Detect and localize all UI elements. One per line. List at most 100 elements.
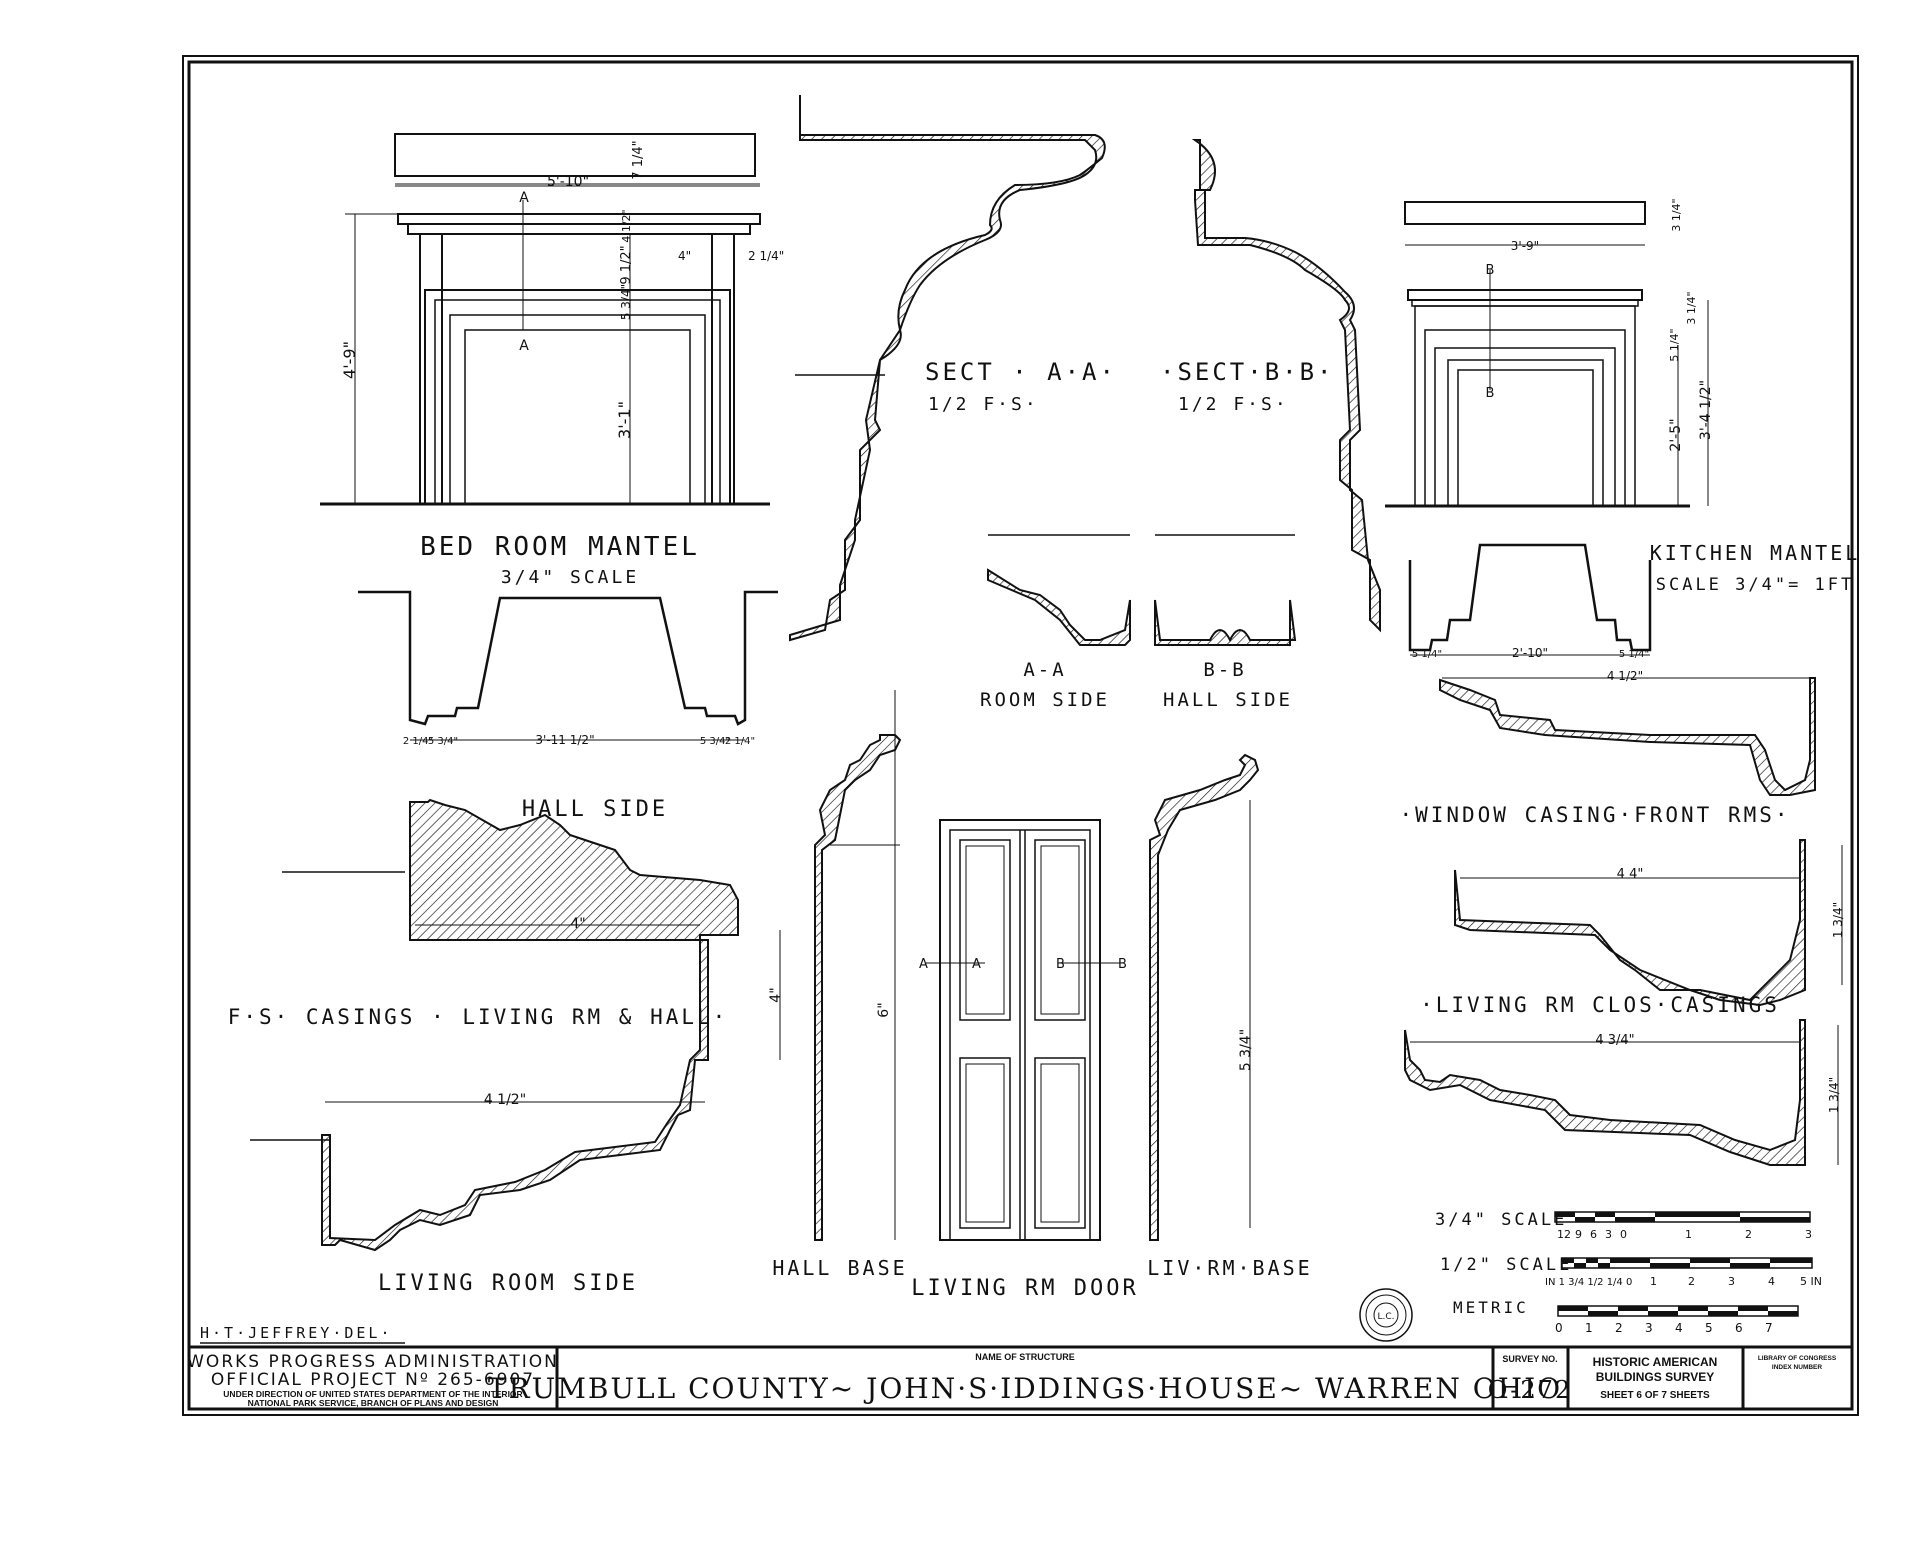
loc-line-1: LIBRARY OF CONGRESS xyxy=(1758,1355,1837,1362)
km-b-dim: 3 1/4" xyxy=(1685,291,1698,324)
kitchen-mantel-elevation xyxy=(1385,201,1709,508)
living-closet-casing-title: ·LIVING RM CLOS·CASINGS xyxy=(1420,993,1780,1017)
window-casing-profile xyxy=(1439,677,1816,796)
library-of-congress-seal xyxy=(1359,1288,1413,1342)
scale-34-t5: 1 xyxy=(1685,1228,1692,1241)
bm-band-dim: 5 3/4" xyxy=(619,284,633,320)
habs-line-2: BUILDINGS SURVEY xyxy=(1596,1370,1714,1384)
inner-border xyxy=(187,60,1854,1411)
hall-r1-dim: 5 3/4" xyxy=(700,736,730,747)
lrs-w-dim: 4 1/2" xyxy=(484,1092,526,1108)
living-room-door-title: LIVING RM DOOR xyxy=(911,1276,1138,1301)
km-base-width-dim: 2'-10" xyxy=(1512,646,1548,660)
living-room-side-title: LIVING ROOM SIDE xyxy=(378,1271,638,1296)
hall-r2-dim: 2 1/4" xyxy=(725,736,755,747)
kitchen-plan xyxy=(1408,543,1652,656)
scale-12-t2: 2 xyxy=(1688,1275,1695,1288)
bedroom-mantel-title: BED ROOM MANTEL xyxy=(420,532,700,562)
hall-base-title: HALL BASE xyxy=(772,1256,907,1280)
bm-opening-dim: 3'-1" xyxy=(615,401,634,439)
wpa-line-2: OFFICIAL PROJECT Nº 265-6907 xyxy=(211,1370,535,1390)
structure-name: TRUMBULL COUNTY~ JOHN·S·IDDINGS·HOUSE~ W… xyxy=(488,1372,1562,1405)
scale-34-t3: 3 xyxy=(1605,1228,1612,1241)
outer-border xyxy=(182,55,1859,1416)
liv-base-h-dim: 5 3/4" xyxy=(1238,1029,1254,1071)
hall-l2-dim: 5 3/4" xyxy=(428,736,458,747)
metric-t6: 6 xyxy=(1735,1321,1743,1335)
bm-section-a-top: A xyxy=(519,190,529,206)
door-section-b-right: B xyxy=(1118,957,1127,972)
sect-bb-title: ·SECT·B·B· xyxy=(1160,358,1335,386)
sect-bb-scale: 1/2 F·S· xyxy=(1178,394,1289,415)
sheet-number: SHEET 6 OF 7 SHEETS xyxy=(1600,1390,1710,1401)
bb-label: B-B xyxy=(1203,659,1246,681)
scale-12-t1: 1 xyxy=(1650,1275,1657,1288)
bedroom-mantel-elevation xyxy=(320,133,770,506)
kitchen-mantel-title: KITCHEN MANTEL xyxy=(1650,541,1861,565)
clos-w-dim: 4 4" xyxy=(1617,867,1644,882)
aa-label: A-A xyxy=(1023,659,1066,681)
win-w-dim: 4 1/2" xyxy=(1607,669,1643,683)
scale-12-t4: 4 xyxy=(1768,1275,1775,1288)
km-section-b-bottom: B xyxy=(1486,386,1495,401)
km-a-dim: 5 1/4" xyxy=(1668,328,1681,361)
km-top-dim: 3 1/4" xyxy=(1670,198,1683,231)
hall-width-dim: 3'-11 1/2" xyxy=(535,733,594,747)
metric-t4: 4 xyxy=(1675,1321,1683,1335)
bb-hall-side-profile xyxy=(1154,534,1297,646)
scale-34-t6: 2 xyxy=(1745,1228,1752,1241)
living-room-door-elevation xyxy=(925,819,1120,1241)
clos-h-dim: 1 3/4" xyxy=(1831,902,1845,938)
bm-section-a-bottom: A xyxy=(519,338,529,354)
km-base-left-dim: 5 1/4" xyxy=(1412,649,1442,660)
wpa-line-4: NATIONAL PARK SERVICE, BRANCH OF PLANS A… xyxy=(248,1398,499,1408)
km-section-b-top: B xyxy=(1486,263,1495,278)
scale-34-t2: 6 xyxy=(1590,1228,1597,1241)
bm-cap-dim: 4 1/2" xyxy=(620,209,633,242)
section-aa-profile xyxy=(789,95,1106,642)
scale-12-t3: 3 xyxy=(1728,1275,1735,1288)
hall-base-h-dim: 6" xyxy=(876,1002,892,1017)
living-closet-casing-lower xyxy=(1404,1019,1839,1166)
clos2-h-dim: 1 3/4" xyxy=(1827,1077,1841,1113)
bm-frieze-dim: 9 1/2" xyxy=(619,245,634,284)
scale-34-label: 3/4" SCALE xyxy=(1435,1210,1567,1230)
wpa-line-3: UNDER DIRECTION OF UNITED STATES DEPARTM… xyxy=(223,1389,522,1399)
seal-text: L.C. xyxy=(1377,1312,1394,1322)
sect-aa-title: SECT · A·A· xyxy=(925,358,1117,386)
name-of-structure-label: NAME OF STRUCTURE xyxy=(975,1352,1075,1362)
title-block xyxy=(189,1345,1852,1409)
scale-bar-half xyxy=(1561,1257,1813,1269)
delineator-credit: H·T·JEFFREY·DEL· xyxy=(200,1324,393,1342)
km-base-right-dim: 5 1/4" xyxy=(1619,649,1649,660)
survey-number: O-272 xyxy=(1488,1376,1572,1404)
door-section-a-left: A xyxy=(919,957,928,972)
scale-34-t7: 3 xyxy=(1805,1228,1812,1241)
metric-t5: 5 xyxy=(1705,1321,1713,1335)
bedroom-mantel-scale: 3/4" SCALE xyxy=(501,567,639,588)
bb-hall-side-label: HALL SIDE xyxy=(1163,689,1293,711)
aa-room-side-label: ROOM SIDE xyxy=(980,689,1110,711)
hall-l1-dim: 2 1/4" xyxy=(403,736,433,747)
fs-casings-title: F·S· CASINGS · LIVING RM & HALL· xyxy=(228,1005,729,1029)
scale-12-label: 1/2" SCALE xyxy=(1440,1255,1572,1275)
km-width-dim: 3'-9" xyxy=(1511,239,1539,253)
living-closet-casing-upper xyxy=(1454,839,1843,1007)
scale-12-t0: IN 1 3/4 1/2 1/4 0 xyxy=(1545,1277,1632,1288)
bm-width-dim: 5'-10" xyxy=(547,174,589,190)
hall-side-plan xyxy=(358,590,778,741)
scale-34-t0: 12 xyxy=(1557,1228,1571,1241)
living-room-base-profile xyxy=(1149,753,1260,1241)
sect-aa-scale: 1/2 F·S· xyxy=(928,394,1039,415)
clos2-w-dim: 4 3/4" xyxy=(1595,1033,1634,1048)
aa-room-side-profile xyxy=(987,534,1131,646)
bm-top-dim: 7 1/4" xyxy=(631,140,646,179)
metric-t7: 7 xyxy=(1765,1321,1773,1335)
scale-34-t4: 0 xyxy=(1620,1228,1627,1241)
metric-label: METRIC xyxy=(1453,1298,1529,1317)
habs-line-1: HISTORIC AMERICAN xyxy=(1593,1355,1718,1369)
scale-bar-three-quarter xyxy=(1554,1211,1811,1223)
bm-side-dim: 4" xyxy=(678,249,691,263)
bm-side2-dim: 2 1/4" xyxy=(748,249,784,263)
